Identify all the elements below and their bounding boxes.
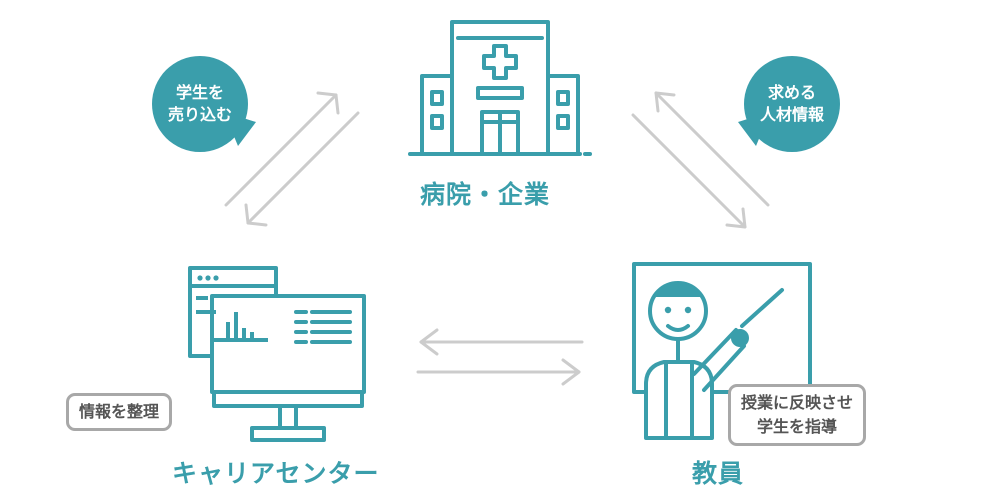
bubble-sell-students-line1: 学生を	[175, 83, 224, 102]
note-teacher-guidance-line1: 授業に反映させ	[741, 393, 854, 412]
hospital-label: 病院・企業	[420, 180, 551, 209]
arrow-to-hospital	[224, 91, 340, 207]
hospital-building-icon	[408, 20, 592, 156]
career-center-label: キャリアセンター	[172, 459, 380, 488]
bubble-wanted-talent-line1: 求める	[767, 83, 816, 102]
arrows-career-teacher	[416, 328, 584, 386]
arrows-career-hospital	[224, 91, 360, 227]
arrows-hospital-teacher	[631, 91, 770, 229]
computer-monitor-icon	[188, 266, 366, 442]
note-teacher-guidance: 授業に反映させ 学生を指導	[728, 384, 867, 446]
teacher-label: 教員	[692, 459, 745, 488]
computer-window-details	[196, 275, 268, 342]
bubble-wanted-talent-line2: 人材情報	[759, 105, 824, 124]
arrow-to-teacher-horizontal	[416, 358, 581, 386]
note-teacher-guidance-line2: 学生を指導	[757, 417, 838, 436]
arrow-to-teacher	[631, 113, 747, 229]
arrow-to-career-horizontal	[419, 328, 584, 356]
bubble-sell-students: 学生を 売り込む	[152, 56, 248, 152]
arrow-to-hospital-right	[654, 91, 770, 207]
bubble-sell-students-line2: 売り込む	[167, 105, 232, 124]
note-organize-info: 情報を整理	[66, 393, 173, 431]
bubble-wanted-talent: 求める 人材情報	[744, 56, 840, 152]
note-organize-info-text: 情報を整理	[79, 402, 160, 421]
arrow-to-career-center	[244, 111, 360, 227]
